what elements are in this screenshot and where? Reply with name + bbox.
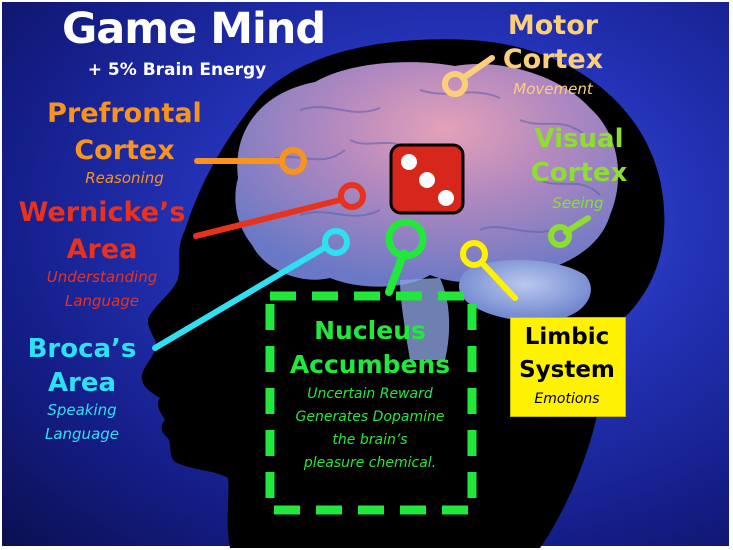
visual-cortex-label: Visual [534, 124, 624, 154]
page-subtitle: + 5% Brain Energy [87, 60, 267, 80]
nucleus-accumbens-desc-4: pleasure chemical. [303, 455, 437, 471]
nucleus-accumbens-label-2: Accumbens [289, 350, 451, 379]
brocas-area-label: Broca’s [27, 334, 137, 364]
wernickes-area-label-2: Area [66, 234, 138, 265]
limbic-system-desc: Emotions [534, 391, 600, 407]
brocas-area-desc-2: Language [44, 425, 120, 443]
wernickes-area-desc: Understanding [46, 268, 158, 286]
visual-cortex-desc: Seeing [552, 194, 604, 212]
nucleus-accumbens-desc-1: Uncertain Reward [307, 386, 433, 402]
motor-cortex-label-2: Cortex [502, 44, 604, 75]
nucleus-accumbens-desc-2: Generates Dopamine [295, 409, 445, 425]
limbic-system-box [510, 317, 626, 417]
brocas-area-desc: Speaking [47, 401, 117, 419]
visual-cortex-label-2: Cortex [530, 158, 628, 188]
motor-cortex-label: Motor [507, 10, 599, 41]
page-title: Game Mind [62, 4, 326, 54]
limbic-system-label-2: System [519, 357, 615, 383]
motor-cortex-desc: Movement [513, 80, 593, 98]
nucleus-accumbens-box [265, 291, 477, 515]
prefrontal-cortex-label-2: Cortex [74, 135, 175, 166]
prefrontal-cortex-label: Prefrontal [47, 98, 202, 129]
prefrontal-cortex-desc: Reasoning [85, 169, 164, 187]
limbic-system-label: Limbic [524, 324, 610, 350]
brocas-area-label-2: Area [47, 368, 117, 398]
wernickes-area-label: Wernicke’s [18, 197, 186, 228]
nucleus-accumbens-label: Nucleus [314, 316, 426, 345]
die-icon [389, 143, 465, 215]
nucleus-accumbens-desc-3: the brain’s [332, 432, 408, 448]
wernickes-area-desc-2: Language [64, 292, 140, 310]
